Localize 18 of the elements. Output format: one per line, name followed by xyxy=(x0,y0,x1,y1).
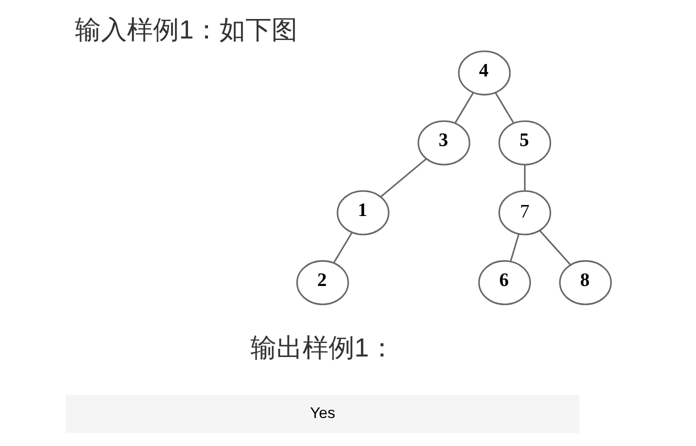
connector xyxy=(454,92,474,124)
node-ellipse: 5 xyxy=(498,120,551,166)
connector xyxy=(494,92,514,124)
node-ellipse: 4 xyxy=(458,50,510,96)
label: 输出样例1： xyxy=(250,332,394,362)
diagram-title: 输入样例1：如下图 xyxy=(74,14,298,45)
connector xyxy=(332,232,352,264)
connector xyxy=(524,165,526,191)
node-ellipse: 3 xyxy=(417,120,470,166)
connector xyxy=(538,230,570,266)
node-ellipse: 6 xyxy=(478,260,530,306)
node-ellipse: 2 xyxy=(296,260,348,306)
node-ellipse: 8 xyxy=(558,260,612,306)
connector xyxy=(380,158,426,198)
node-ellipse: 7 xyxy=(498,190,551,236)
connector xyxy=(509,234,519,262)
node-ellipse: 1 xyxy=(336,190,389,236)
label: Yes xyxy=(310,404,335,422)
